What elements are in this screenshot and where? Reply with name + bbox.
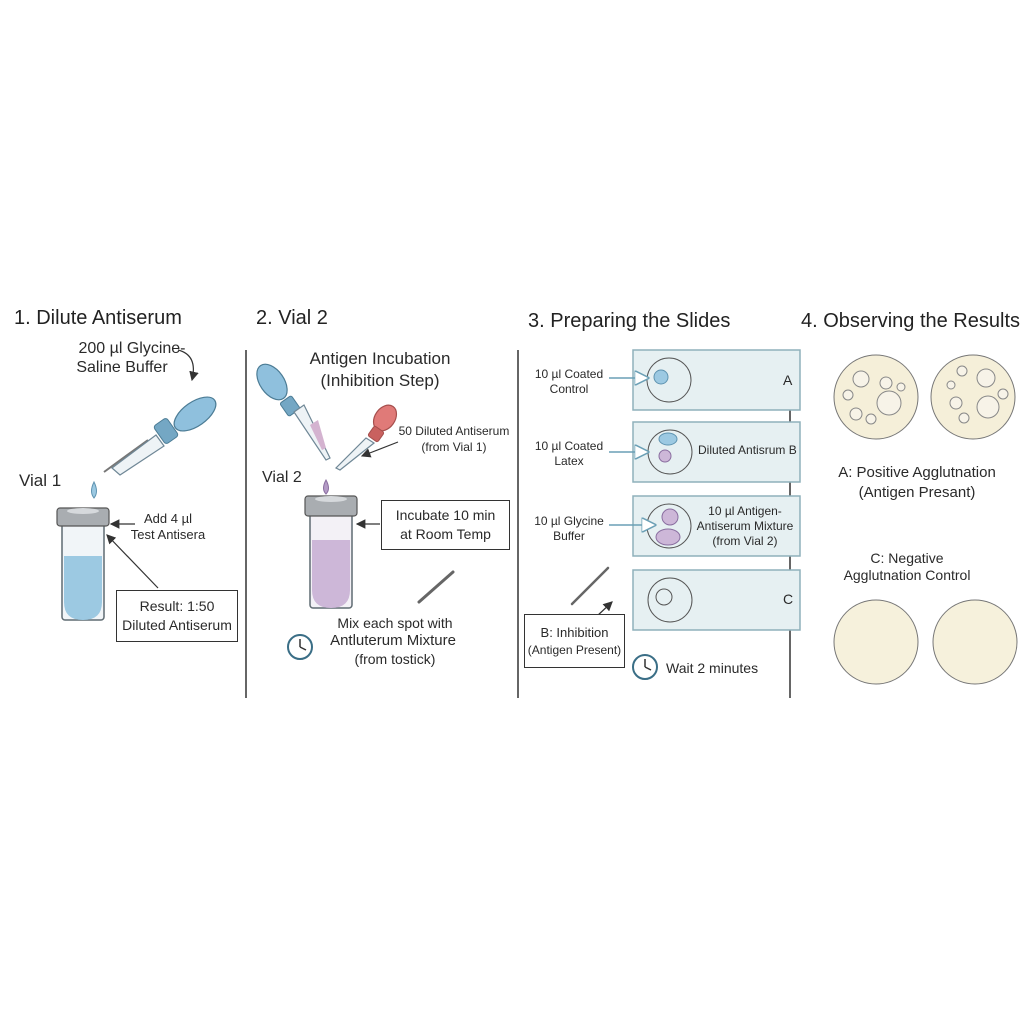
drop-icon — [91, 480, 97, 499]
result-box-line-2: Diluted Antiserum — [122, 617, 232, 633]
step-4-heading: 4. Observing the Results — [801, 310, 1020, 332]
clock-icon — [632, 654, 658, 680]
red-dropper-icon — [334, 404, 398, 471]
row-1-label-line-2: Control — [549, 382, 589, 396]
slide-c — [632, 569, 801, 631]
incubate-box-line-1: Incubate 10 min — [395, 507, 496, 524]
inhibition-box-line-2: (Antigen Present) — [527, 642, 622, 657]
row-3-label-line-2: Buffer — [553, 529, 585, 543]
inhibition-box: B: Inhibition (Antigen Present) — [524, 614, 625, 668]
incubate-box: Incubate 10 min at Room Temp — [381, 500, 510, 550]
stirring-stick-icon — [570, 566, 610, 606]
row-2-label-line-1: 10 µl Coated — [534, 439, 604, 453]
incubate-box-line-2: at Room Temp — [400, 526, 491, 542]
result-box: Result: 1:50 Diluted Antiserum — [116, 590, 238, 642]
mix-label-line-2: Antluterum Mixture — [330, 632, 456, 649]
slide-b-label: Diluted Antisrum B — [698, 443, 797, 457]
negative-result-1 — [833, 599, 919, 685]
slide-mixture-label-line-3: (from Vial 2) — [712, 534, 778, 548]
buffer-label-line-1: 200 µl Glycine- — [78, 340, 186, 357]
slide-mixture-label-line-2: Antiserum Mixture — [696, 519, 794, 533]
positive-label-line-2: (Antigen Presant) — [858, 484, 976, 501]
row-3-label-line-1: 10 µl Glycine — [534, 514, 604, 528]
slide-c-label: C — [783, 591, 794, 607]
mix-label-line-3: (from tostick) — [354, 651, 436, 667]
row-2-label-line-2: Latex — [554, 454, 584, 468]
positive-label-line-1: A: Positive Agglutnation — [838, 464, 996, 481]
incubation-subtitle-line-2: (Inhibition Step) — [320, 371, 440, 390]
step-3-heading: 3. Preparing the Slides — [528, 310, 731, 332]
buffer-label-line-2: Saline Buffer — [76, 359, 168, 376]
control-spot — [653, 369, 669, 385]
clock-icon — [287, 634, 313, 660]
step-1-heading: 1. Dilute Antiserum — [14, 307, 182, 329]
add-label-line-1: Add 4 µl — [144, 511, 192, 526]
mix-label-line-1: Mix each spot with — [337, 615, 453, 631]
step-2-heading: 2. Vial 2 — [256, 307, 328, 329]
inhibition-box-line-1: B: Inhibition — [540, 625, 609, 641]
result-box-line-1: Result: 1:50 — [139, 598, 215, 615]
slide-mixture-label-line-1: 10 µl Antigen- — [708, 504, 782, 518]
blue-dropper-icon — [256, 363, 331, 461]
negative-result-2 — [932, 599, 1018, 685]
test-tube-icon — [56, 507, 110, 621]
vial-1-label: Vial 1 — [19, 471, 62, 490]
add-label-line-2: Test Antisera — [130, 527, 206, 542]
slide-a-label: A — [783, 372, 793, 388]
red-dropper-arrow — [360, 441, 399, 458]
vial-2-label: Vial 2 — [262, 469, 302, 486]
dropper-icon — [103, 396, 217, 476]
negative-label-line-2: Agglutnation Control — [843, 567, 971, 583]
incubation-subtitle-line-1: Antigen Incubation — [309, 349, 451, 368]
result-arrow — [106, 534, 159, 589]
negative-label-line-1: C: Negative — [870, 550, 944, 566]
stirring-stick-icon — [417, 570, 455, 604]
buffer-arrow — [177, 349, 199, 382]
diluted-antiserum-label-line-1: 50 Diluted Antiserum — [398, 424, 510, 438]
test-tube-2-icon — [304, 495, 358, 609]
diluted-antiserum-label-line-2: (from Vial 1) — [421, 440, 487, 454]
row-1-label-line-1: 10 µl Coated — [534, 367, 604, 381]
positive-result-1 — [833, 354, 919, 440]
drop-icon-purple — [323, 478, 329, 495]
wait-label: Wait 2 minutes — [666, 660, 759, 676]
positive-result-2 — [930, 354, 1016, 440]
